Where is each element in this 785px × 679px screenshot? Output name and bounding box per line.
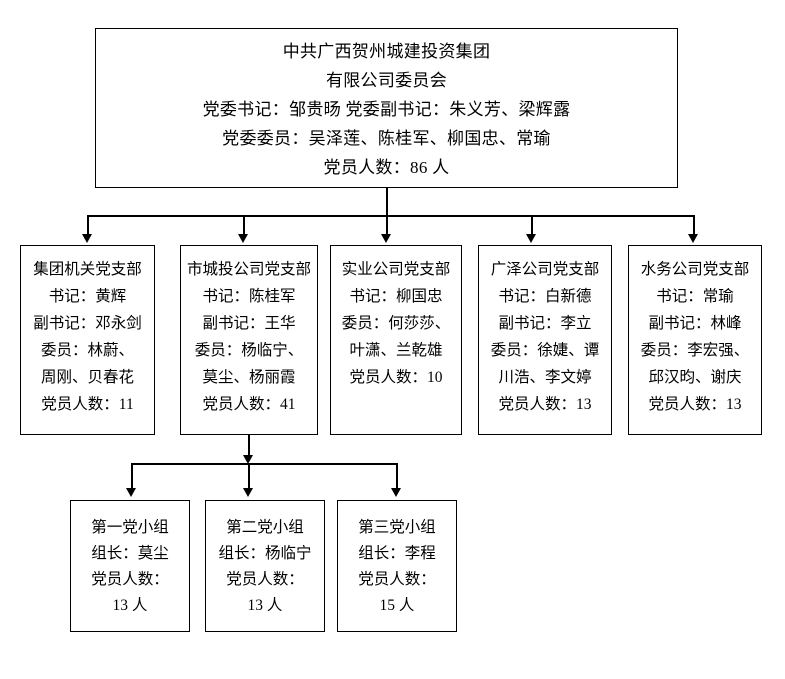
node-line: 川浩、李文婷	[498, 369, 592, 386]
node-line: 15 人	[379, 597, 415, 614]
node-line: 党员人数：11	[41, 396, 134, 413]
node-group-third[interactable]: 第三党小组 组长：李程 党员人数： 15 人	[337, 500, 457, 632]
node-line: 书记：柳国忠	[349, 288, 443, 305]
node-party-committee[interactable]: 中共广西贺州城建投资集团 有限公司委员会 党委书记：邹贵旸 党委副书记：朱义芳、…	[95, 28, 678, 188]
node-line: 委员：何莎莎、	[341, 315, 451, 332]
node-line: 组长：李程	[358, 545, 436, 562]
node-line: 组长：杨临宁	[218, 545, 312, 562]
connector-drop-branch-3	[386, 215, 388, 236]
node-line: 广泽公司党支部	[490, 261, 600, 278]
arrow-head-branch-2	[238, 234, 249, 243]
arrow-head-branch2-stem	[243, 455, 254, 464]
node-line: 市城投公司党支部	[186, 261, 311, 278]
connector-drop-branch-2	[243, 215, 245, 236]
arrow-head-branch-4	[526, 234, 537, 243]
node-line: 党员人数：41	[202, 396, 296, 413]
node-line: 周刚、贝春花	[40, 369, 134, 386]
node-line: 第二党小组	[226, 519, 304, 536]
node-group-second[interactable]: 第二党小组 组长：杨临宁 党员人数： 13 人	[205, 500, 325, 632]
arrow-head-group-3	[391, 488, 402, 497]
node-line: 第一党小组	[91, 519, 169, 536]
node-line: 副书记：李立	[498, 315, 592, 332]
node-line: 叶潇、兰乾雄	[349, 342, 443, 359]
node-line: 委员：林蔚、	[40, 342, 134, 359]
node-branch-jituan-jiguan[interactable]: 集团机关党支部 书记：黄辉 副书记：邓永剑 委员：林蔚、 周刚、贝春花 党员人数…	[20, 245, 155, 435]
connector-drop-group-1	[131, 463, 133, 489]
connector-branch2-stem	[248, 435, 250, 457]
node-group-first[interactable]: 第一党小组 组长：莫尘 党员人数： 13 人	[70, 500, 190, 632]
node-line: 副书记：林峰	[648, 315, 742, 332]
node-line: 莫尘、杨丽霞	[202, 369, 296, 386]
node-line: 党员人数：13	[648, 396, 742, 413]
connector-root-stem	[386, 188, 388, 215]
node-line: 实业公司党支部	[341, 261, 451, 278]
node-line: 委员：徐婕、谭	[490, 342, 600, 359]
connector-drop-branch-5	[693, 215, 695, 236]
node-branch-shuiwu[interactable]: 水务公司党支部 书记：常瑜 副书记：林峰 委员：李宏强、 邱汉昀、谢庆 党员人数…	[628, 245, 762, 435]
node-line: 副书记：王华	[202, 315, 296, 332]
arrow-head-group-2	[243, 488, 254, 497]
arrow-head-branch-5	[688, 234, 699, 243]
node-line: 书记：陈桂军	[202, 288, 296, 305]
node-line: 书记：白新德	[498, 288, 592, 305]
node-line: 党员人数：10	[349, 369, 443, 386]
node-line: 组长：莫尘	[91, 545, 169, 562]
node-line: 委员：李宏强、	[640, 342, 750, 359]
node-line: 委员：杨临宁、	[194, 342, 304, 359]
node-line: 有限公司委员会	[325, 70, 448, 90]
node-line: 集团机关党支部	[33, 261, 142, 278]
node-line: 13 人	[112, 597, 148, 614]
node-line: 书记：黄辉	[48, 288, 127, 305]
node-branch-guangze[interactable]: 广泽公司党支部 书记：白新德 副书记：李立 委员：徐婕、谭 川浩、李文婷 党员人…	[478, 245, 612, 435]
node-line: 书记：常瑜	[656, 288, 734, 305]
node-line: 党委委员：吴泽莲、陈桂军、柳国忠、常瑜	[222, 128, 551, 148]
connector-drop-branch-1	[87, 215, 89, 236]
arrow-head-group-1	[126, 488, 137, 497]
node-branch-shichengtou[interactable]: 市城投公司党支部 书记：陈桂军 副书记：王华 委员：杨临宁、 莫尘、杨丽霞 党员…	[180, 245, 318, 435]
node-branch-shiye[interactable]: 实业公司党支部 书记：柳国忠 委员：何莎莎、 叶潇、兰乾雄 党员人数：10	[330, 245, 462, 435]
connector-drop-group-3	[396, 463, 398, 489]
node-line: 党委书记：邹贵旸 党委副书记：朱义芳、梁辉露	[202, 99, 571, 119]
node-line: 副书记：邓永剑	[33, 315, 142, 332]
node-line: 邱汉昀、谢庆	[648, 369, 742, 386]
connector-level2-bus	[131, 463, 397, 465]
node-line: 党员人数：	[226, 571, 304, 588]
node-line: 中共广西贺州城建投资集团	[282, 41, 491, 61]
connector-level1-bus	[87, 215, 694, 217]
connector-drop-branch-4	[531, 215, 533, 236]
node-line: 党员人数：13	[498, 396, 592, 413]
node-line: 党员人数：	[91, 571, 169, 588]
node-line: 水务公司党支部	[640, 261, 750, 278]
node-line: 党员人数：86 人	[323, 157, 450, 177]
connector-drop-group-2	[248, 463, 250, 489]
node-line: 党员人数：	[358, 571, 436, 588]
node-line: 第三党小组	[358, 519, 436, 536]
node-line: 13 人	[247, 597, 283, 614]
arrow-head-branch-1	[82, 234, 93, 243]
arrow-head-branch-3	[381, 234, 392, 243]
